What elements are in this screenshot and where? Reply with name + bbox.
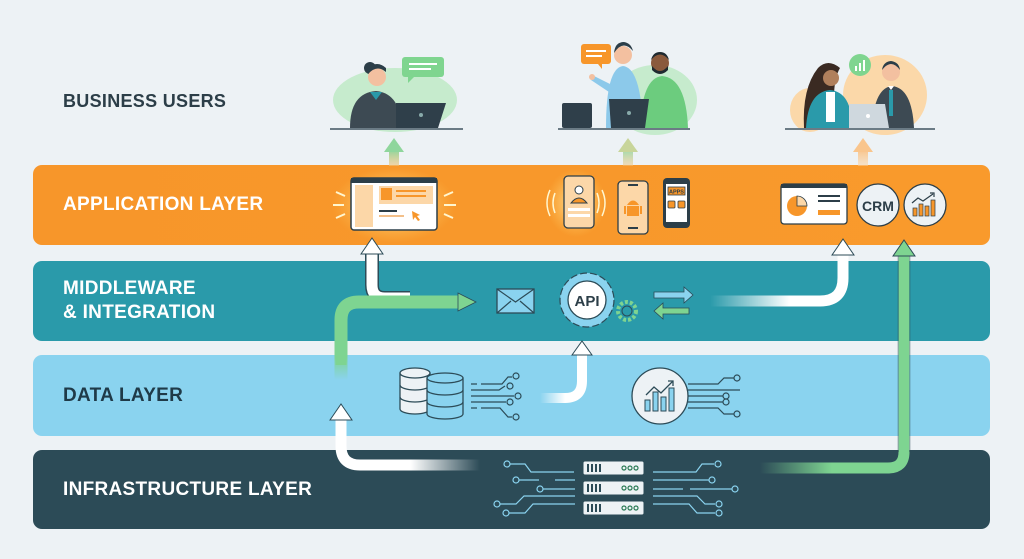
apps-label: APPS <box>669 190 684 196</box>
web-app-window-icon <box>332 167 456 243</box>
mail-icon <box>496 288 535 314</box>
user-group-2 <box>558 42 697 135</box>
middleware-layer-label: MIDDLEWARE & INTEGRATION <box>63 277 215 325</box>
infra-circuit-lines <box>493 460 739 517</box>
android-phone-icon <box>617 180 649 235</box>
monitor-icon <box>562 103 592 128</box>
middleware-label-line1: MIDDLEWARE <box>63 278 196 299</box>
middleware-label-line2: & INTEGRATION <box>63 302 216 323</box>
flow-arrow-white-infra <box>329 403 480 471</box>
flow-arrow-white-api <box>540 340 593 403</box>
small-gear-icon <box>616 300 638 322</box>
flow-arrow-green-right <box>760 239 916 474</box>
mobile-profile-app-icon <box>546 169 606 237</box>
apps-phone-icon: APPS <box>663 178 690 228</box>
chat-bubble-icon <box>402 57 444 77</box>
flow-arrow-white-right <box>710 238 855 307</box>
business-users-label: BUSINESS USERS <box>63 91 227 111</box>
server-rack-icon <box>582 460 645 516</box>
database-stack-icon <box>399 367 464 420</box>
data-layer-label: DATA LAYER <box>63 385 184 406</box>
crm-label: CRM <box>862 198 894 214</box>
infrastructure-layer-label: INFRASTRUCTURE LAYER <box>63 479 313 500</box>
flow-arrow-white-left <box>360 237 410 305</box>
data-circuit-lines <box>471 372 522 421</box>
application-layer-label: APPLICATION LAYER <box>63 194 264 215</box>
up-arrow-user-3 <box>853 138 873 166</box>
chat-bubble-icon <box>581 44 611 64</box>
api-label: API <box>574 293 599 310</box>
user-group-3 <box>785 54 935 135</box>
user-group-1 <box>330 57 463 132</box>
crm-badge-icon: CRM <box>856 183 900 227</box>
flow-arrow-green-middleware <box>334 292 477 380</box>
analytics-badge-icon <box>903 183 947 227</box>
api-gear-icon: API <box>559 272 615 328</box>
sync-arrows-icon <box>653 286 694 320</box>
analytics-circle-icon <box>631 367 689 425</box>
up-arrow-user-2 <box>618 138 638 166</box>
up-arrow-user-1 <box>384 138 404 166</box>
analytics-circuit-lines <box>688 374 741 418</box>
dashboard-window-icon <box>780 183 848 225</box>
